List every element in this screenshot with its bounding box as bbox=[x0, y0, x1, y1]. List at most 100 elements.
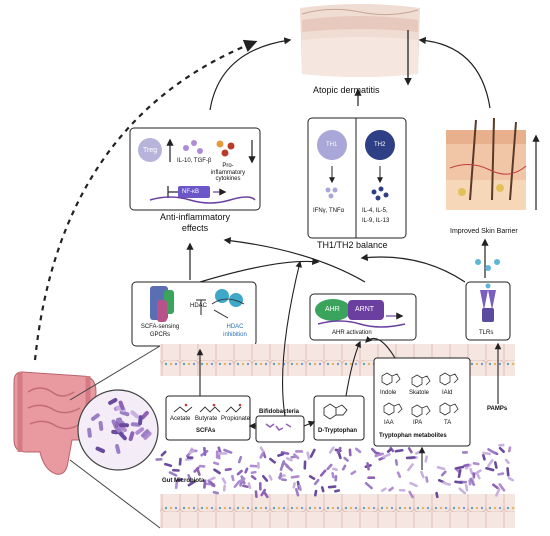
bacterium bbox=[435, 491, 439, 499]
bacterium bbox=[498, 443, 505, 447]
th2-cytokines-2: IL-9, IL-13 bbox=[362, 218, 390, 224]
bacterium bbox=[188, 450, 195, 455]
bacterium bbox=[279, 461, 285, 471]
bacterium bbox=[249, 464, 258, 468]
zoom-bacteria bbox=[87, 397, 152, 454]
tryptophan-metabolites-box bbox=[373, 357, 471, 447]
bacterium bbox=[396, 471, 402, 478]
bacterium bbox=[244, 467, 249, 474]
bacterium bbox=[407, 447, 413, 454]
bacterium bbox=[492, 483, 499, 490]
skin-barrier-label: Improved Skin Barrier bbox=[450, 228, 518, 235]
zoom-bacterium bbox=[140, 410, 149, 420]
nfkb-label: NF-κB bbox=[182, 189, 199, 195]
bacterium bbox=[203, 479, 207, 489]
bacterium bbox=[254, 490, 258, 499]
bacterium bbox=[472, 462, 480, 466]
bacterium bbox=[258, 481, 262, 491]
bacterium bbox=[213, 468, 221, 475]
zoom-bacterium bbox=[115, 444, 121, 454]
bacterium bbox=[436, 466, 446, 471]
bacterium bbox=[343, 456, 349, 462]
anti-inflammatory-box bbox=[129, 127, 261, 211]
th-balance-label: TH1/TH2 balance bbox=[317, 240, 388, 250]
bacterium bbox=[292, 482, 296, 489]
bacterium bbox=[398, 488, 406, 492]
zoom-bacterium bbox=[118, 423, 129, 428]
ipa-label: IPA bbox=[413, 420, 423, 426]
zoom-line-bottom bbox=[69, 459, 161, 529]
bacterium bbox=[250, 470, 257, 475]
anti-inflammatory-label-1: Anti-inflammatory bbox=[159, 212, 231, 222]
bacterium bbox=[454, 480, 463, 484]
bacterium bbox=[482, 451, 491, 456]
bacterium bbox=[231, 474, 235, 482]
bacterium bbox=[367, 476, 376, 480]
indole-label: Indole bbox=[380, 390, 397, 396]
zoom-bacterium bbox=[135, 427, 145, 435]
bacterium bbox=[160, 450, 167, 457]
bacterium bbox=[172, 468, 180, 472]
bacterium bbox=[298, 484, 302, 492]
ahr-activation-label: AHR activation bbox=[332, 330, 372, 336]
bacterium bbox=[334, 489, 341, 493]
bacterium bbox=[178, 457, 182, 466]
zoom-bacterium bbox=[143, 431, 152, 440]
bacterium bbox=[498, 446, 505, 454]
bacterium bbox=[394, 459, 399, 466]
bacterium bbox=[277, 452, 285, 457]
hdac-label: HDAC bbox=[190, 303, 208, 309]
tlr-receptor bbox=[480, 283, 496, 322]
zoom-bacterium bbox=[138, 415, 143, 426]
bacterium bbox=[262, 490, 269, 499]
ahr-protein bbox=[315, 299, 351, 321]
zoom-bacterium bbox=[108, 397, 118, 405]
bacterium bbox=[196, 467, 201, 476]
bacterium bbox=[259, 452, 264, 459]
nfkb-protein bbox=[178, 186, 210, 198]
zoom-bacterium bbox=[98, 420, 104, 431]
bacterium bbox=[164, 462, 173, 468]
bacterium bbox=[198, 464, 206, 468]
bacterium bbox=[320, 486, 325, 493]
bacterium bbox=[295, 450, 304, 453]
anti-inflammatory-label-2: effects bbox=[181, 223, 209, 233]
arrow-anti-to-ad bbox=[209, 37, 292, 111]
bacterium bbox=[268, 474, 273, 481]
treg-cell bbox=[138, 138, 162, 162]
bacterium bbox=[186, 456, 194, 459]
bacterium bbox=[168, 471, 178, 477]
zoom-bacterium bbox=[95, 446, 106, 454]
th1-cell bbox=[317, 130, 347, 160]
bacterium bbox=[408, 490, 414, 499]
bacterium bbox=[364, 481, 373, 490]
bacterium bbox=[487, 458, 494, 468]
bacterium bbox=[308, 475, 316, 480]
bacterium bbox=[409, 481, 418, 488]
bacterium bbox=[212, 490, 219, 495]
bacterium bbox=[295, 487, 300, 497]
zoom-bacterium bbox=[128, 431, 135, 442]
dashed-gut-skin-arrow bbox=[33, 39, 258, 361]
zoom-bacterium bbox=[141, 429, 150, 438]
bacterium bbox=[319, 469, 327, 477]
bacterium bbox=[327, 485, 337, 489]
bacterium bbox=[313, 478, 320, 486]
th2-cell bbox=[365, 130, 395, 160]
bacterium bbox=[463, 463, 470, 468]
bacterium bbox=[386, 448, 393, 453]
bacterium bbox=[440, 470, 447, 477]
hdac-inhibition-2: inhibition bbox=[223, 332, 247, 338]
gpcr-label-2: GPCRs bbox=[149, 332, 171, 338]
tryptophan-metabolites-label: Tryptophan metabolites bbox=[379, 433, 447, 439]
bacterium bbox=[155, 457, 163, 461]
bacterium bbox=[464, 484, 469, 492]
bacterium bbox=[280, 478, 287, 482]
bacterium bbox=[259, 446, 266, 454]
bacterium bbox=[464, 463, 472, 470]
bacterium bbox=[203, 446, 207, 456]
zoom-bacterium bbox=[87, 427, 92, 438]
bacterium bbox=[223, 448, 233, 454]
bacterium bbox=[425, 476, 429, 483]
bacterium bbox=[332, 467, 338, 472]
